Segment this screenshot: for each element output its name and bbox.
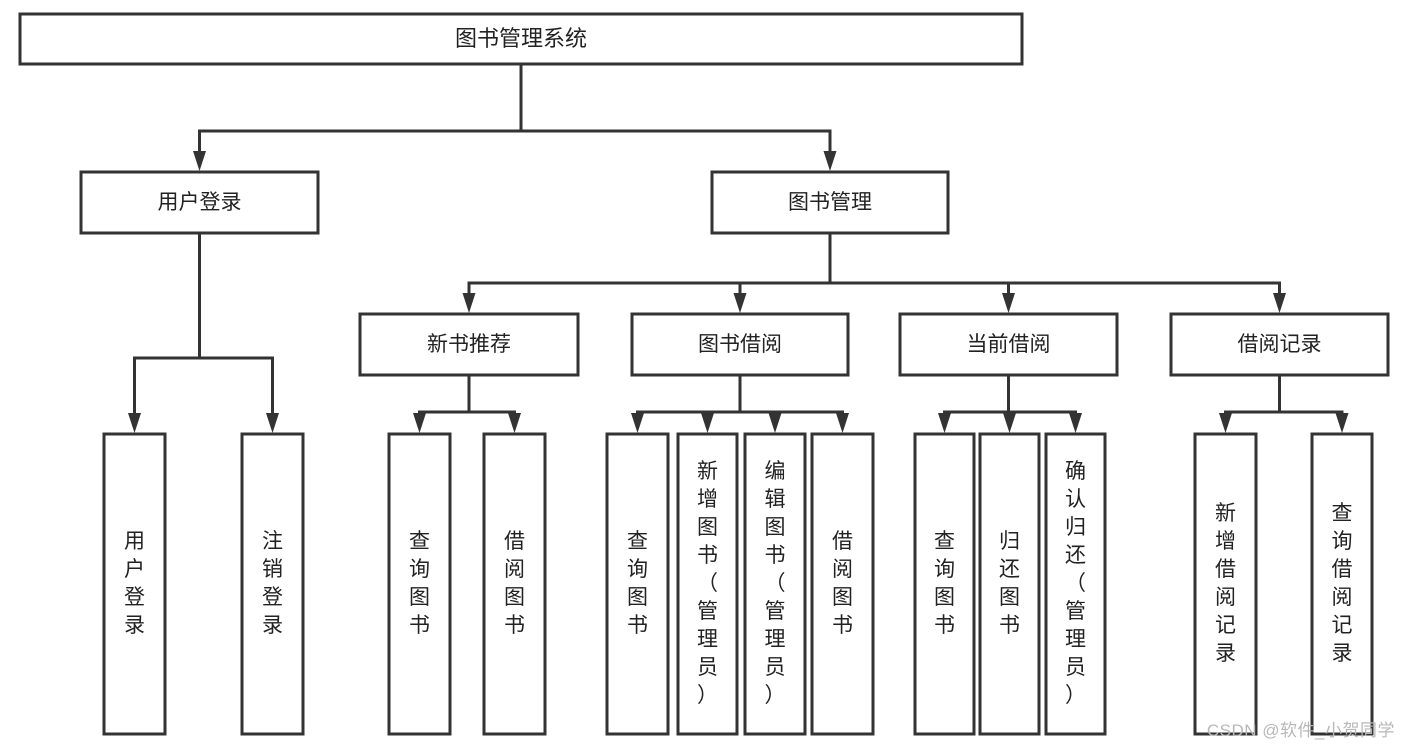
node-leaf-query-book-3[interactable]: 查询图书 [913,432,976,736]
edges-from-book-borrow [631,373,849,433]
node-label-user-login: 用户登录 [158,191,242,214]
node-box-leaf-add-record [1193,432,1258,736]
node-leaf-query-record[interactable]: 查询借阅记录 [1310,432,1374,736]
node-label-borrow-record: 借阅记录 [1238,333,1322,356]
node-leaf-user-login[interactable]: 用户登录 [102,432,167,736]
node-label-leaf-query-book-3: 查询图书 [934,530,955,637]
node-leaf-borrow-book-2[interactable]: 借阅图书 [810,432,875,736]
node-label-new-book-rec: 新书推荐 [427,333,511,356]
node-label-leaf-query-book-2: 查询图书 [627,530,648,637]
node-book-borrow[interactable]: 图书借阅 [630,312,850,377]
node-box-leaf-borrow-book-1 [482,432,547,736]
node-label-leaf-user-logout: 注销登录 [262,530,283,637]
node-label-leaf-edit-book: 编辑图书（管理员） [765,460,786,707]
arrow-head-icon [1002,293,1015,313]
node-box-leaf-query-record [1310,432,1374,736]
node-label-leaf-borrow-book-2: 借阅图书 [832,530,853,637]
node-box-new-book-rec [358,312,580,377]
node-label-leaf-confirm-return: 确认归还（管理员） [1065,460,1086,707]
node-leaf-confirm-return[interactable]: 确认归还（管理员） [1044,432,1107,736]
node-leaf-query-book-2[interactable]: 查询图书 [605,432,670,736]
node-box-user-login [79,170,320,235]
node-box-book-borrow [630,312,850,377]
node-box-borrow-record [1169,312,1390,377]
arrow-head-icon [1003,413,1016,433]
arrow-head-icon [508,413,521,433]
node-label-leaf-return-book: 归还图书 [999,530,1020,637]
arrow-head-icon [266,413,279,433]
edges-from-current-borrow [938,373,1082,433]
arrow-head-icon [1273,293,1286,313]
edges-from-root [193,62,837,171]
node-borrow-record[interactable]: 借阅记录 [1169,312,1390,377]
node-leaf-borrow-book-1[interactable]: 借阅图书 [482,432,547,736]
arrow-head-icon [823,151,837,171]
node-leaf-return-book[interactable]: 归还图书 [978,432,1041,736]
arrow-head-icon [768,413,782,433]
node-box-current-borrow [898,312,1119,377]
edges-from-new-book-rec [413,373,521,433]
node-book-manage[interactable]: 图书管理 [710,170,950,235]
arrow-head-icon [462,293,476,313]
arrow-head-icon [193,151,206,171]
node-root[interactable]: 图书管理系统 [18,12,1024,66]
node-box-leaf-query-book-2 [605,432,670,736]
node-new-book-rec[interactable]: 新书推荐 [358,312,580,377]
arrow-head-icon [701,413,714,433]
arrow-head-icon [836,413,849,433]
node-label-book-manage: 图书管理 [788,191,872,214]
node-leaf-user-logout[interactable]: 注销登录 [240,432,305,736]
node-layer: 图书管理系统用户登录图书管理新书推荐图书借阅当前借阅借阅记录用户登录注销登录查询… [18,12,1390,736]
node-label-book-borrow: 图书借阅 [698,333,782,356]
arrow-head-icon [1069,413,1082,433]
arrow-head-icon [938,413,951,433]
node-box-leaf-query-book-1 [387,432,452,736]
node-label-current-borrow: 当前借阅 [967,333,1051,356]
node-box-leaf-user-login [102,432,167,736]
node-label-root: 图书管理系统 [455,26,587,51]
node-label-leaf-query-book-1: 查询图书 [409,530,430,637]
arrow-head-icon [413,413,426,433]
node-user-login[interactable]: 用户登录 [79,170,320,235]
node-box-leaf-return-book [978,432,1041,736]
arrow-head-icon [128,413,141,433]
node-box-leaf-add-book [676,432,739,736]
node-leaf-query-book-1[interactable]: 查询图书 [387,432,452,736]
edges-from-borrow-record [1219,373,1349,433]
arrow-head-icon [1219,413,1232,433]
node-box-root [18,12,1024,66]
arrow-head-icon [631,413,644,433]
edges-from-book-manage [462,231,1286,313]
arrow-head-icon [733,293,747,313]
node-box-leaf-confirm-return [1044,432,1107,736]
node-label-leaf-borrow-book-1: 借阅图书 [504,530,525,637]
node-box-leaf-query-book-3 [913,432,976,736]
node-label-leaf-user-login: 用户登录 [124,530,145,637]
node-current-borrow[interactable]: 当前借阅 [898,312,1119,377]
node-box-leaf-borrow-book-2 [810,432,875,736]
node-leaf-edit-book[interactable]: 编辑图书（管理员） [743,432,807,736]
edges-from-user-login [128,231,279,433]
node-leaf-add-record[interactable]: 新增借阅记录 [1193,432,1258,736]
node-box-leaf-edit-book [743,432,807,736]
node-leaf-add-book[interactable]: 新增图书（管理员） [676,432,739,736]
node-box-book-manage [710,170,950,235]
node-label-leaf-add-record: 新增借阅记录 [1215,502,1236,665]
node-label-leaf-add-book: 新增图书（管理员） [697,460,718,707]
node-label-leaf-query-record: 查询借阅记录 [1332,502,1353,665]
connector-layer [128,62,1349,433]
node-box-leaf-user-logout [240,432,305,736]
arrow-head-icon [1335,413,1349,433]
